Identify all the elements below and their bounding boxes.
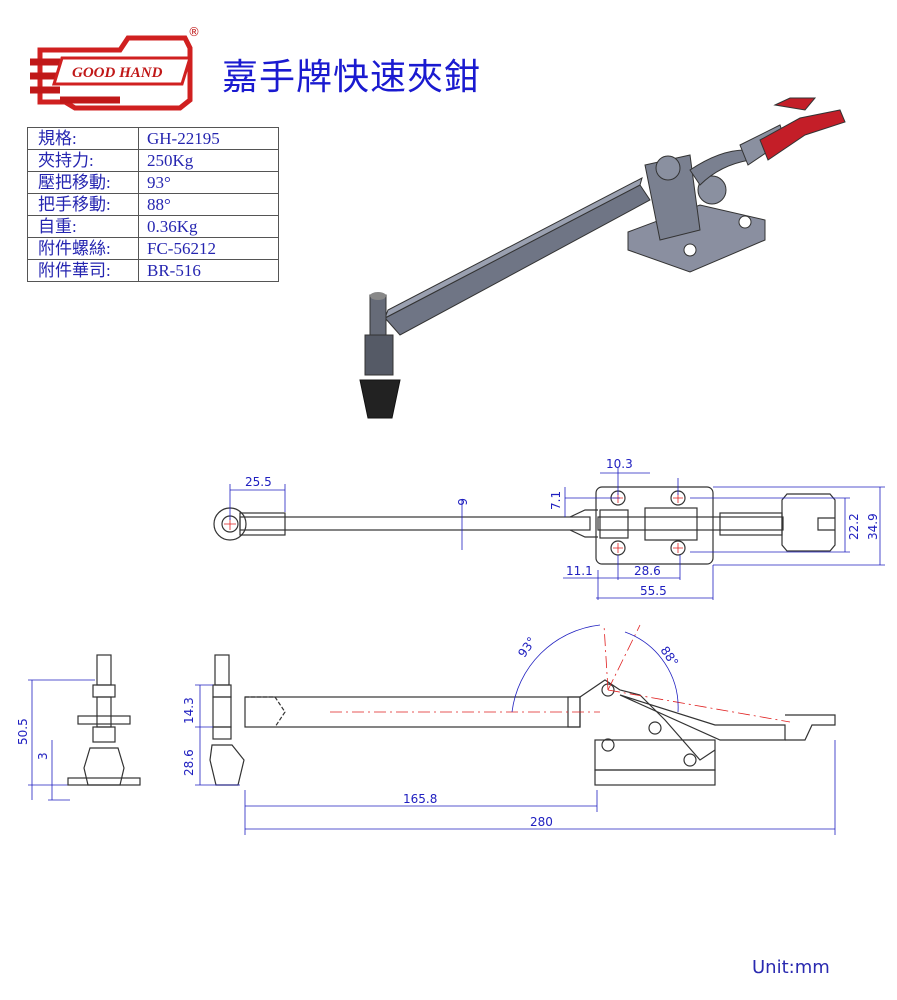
table-row: 附件螺絲:FC-56212 (27, 237, 279, 260)
dim-angle-bar: 93° (515, 634, 539, 659)
spec-value: 88° (138, 193, 279, 216)
dim-edge: 11.1 (566, 564, 593, 578)
spec-value: GH-22195 (138, 127, 279, 150)
top-view-drawing (213, 486, 836, 565)
dim-bar-h: 14.3 (182, 697, 196, 724)
spec-label: 自重: (27, 215, 139, 238)
dim-hole-pitch: 28.6 (634, 564, 661, 578)
page-title: 嘉手牌快速夾鉗 (222, 57, 482, 98)
table-row: 夾持力:250Kg (27, 149, 279, 172)
side-view-centerlines (330, 624, 791, 723)
dim-eye: 25.5 (245, 475, 272, 489)
dim-end-height: 50.5 (16, 718, 30, 745)
dim-base-len: 55.5 (640, 584, 667, 598)
dim-bar: 6 (455, 498, 469, 506)
spec-label: 規格: (27, 127, 139, 150)
spec-label: 壓把移動: (27, 171, 139, 194)
dim-offset: 7.1 (549, 491, 563, 510)
spec-value: 93° (138, 171, 279, 194)
table-row: 壓把移動:93° (27, 171, 279, 194)
dim-hole-pitch-y: 22.2 (847, 513, 861, 540)
table-row: 規格:GH-22195 (27, 127, 279, 150)
dim-hole-x: 10.3 (606, 457, 633, 471)
good-hand-logo: GOOD HAND ® (30, 25, 200, 111)
spec-label: 附件華司: (27, 259, 139, 282)
logo-text: GOOD HAND (72, 65, 163, 81)
dim-base-t: 3 (36, 752, 50, 760)
side-view-dimensions (28, 624, 836, 835)
dim-base-width: 34.9 (866, 513, 880, 540)
dim-overall: 280 (530, 815, 553, 829)
registered-mark: ® (188, 25, 200, 39)
unit-label: Unit:mm (752, 957, 830, 978)
spec-label: 夾持力: (27, 149, 139, 172)
spec-value: BR-516 (138, 259, 279, 282)
top-view-dimensions (229, 468, 885, 600)
spec-table: 規格:GH-22195 夾持力:250Kg 壓把移動:93° 把手移動:88° … (27, 127, 279, 282)
dim-angle-handle: 88° (658, 644, 682, 669)
dim-reach: 165.8 (403, 792, 437, 806)
table-row: 自重:0.36Kg (27, 215, 279, 238)
table-row: 把手移動:88° (27, 193, 279, 216)
top-view-centerlines (224, 493, 683, 553)
end-view-drawing (67, 654, 141, 786)
clamp-3d-render (359, 97, 846, 419)
table-row: 附件華司:BR-516 (27, 259, 279, 282)
spec-value: 250Kg (138, 149, 279, 172)
spec-value: FC-56212 (138, 237, 279, 260)
spec-label: 附件螺絲: (27, 237, 139, 260)
spec-value: 0.36Kg (138, 215, 279, 238)
side-view-drawing (209, 654, 836, 786)
spec-label: 把手移動: (27, 193, 139, 216)
dim-spindle-h: 28.6 (182, 749, 196, 776)
